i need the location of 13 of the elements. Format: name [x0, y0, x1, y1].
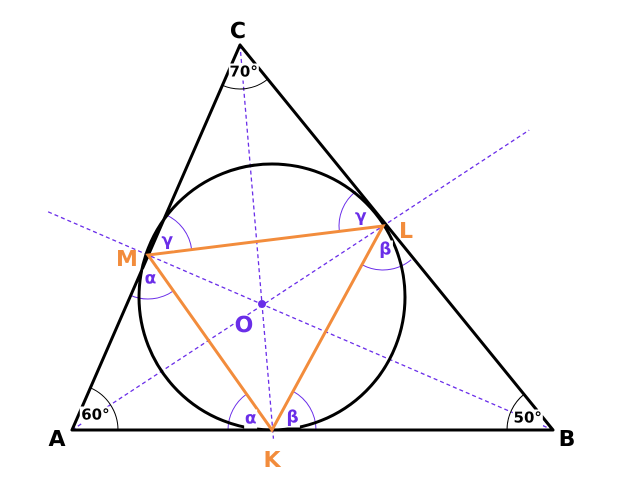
point-label: M	[116, 249, 138, 271]
point-label: K	[263, 450, 281, 472]
point-label: B	[558, 429, 576, 451]
angle-label: β	[378, 240, 392, 260]
angle-label: α	[244, 409, 258, 428]
point-label: O	[234, 315, 254, 337]
angle-label: 70°	[228, 63, 259, 80]
point-label: C	[230, 21, 246, 43]
point-label: L	[398, 221, 414, 243]
angle-label: β	[286, 408, 300, 428]
point-label: A	[48, 429, 66, 451]
angle-label: 50°	[512, 409, 543, 426]
angle-label: 60°	[80, 406, 111, 424]
